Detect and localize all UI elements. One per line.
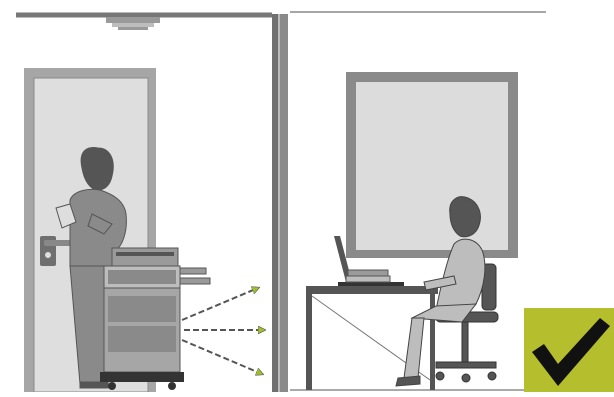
emission-arrow-down: [182, 340, 262, 374]
checkmark-badge: [524, 308, 614, 392]
copier: [100, 248, 210, 390]
emission-arrows: [182, 288, 264, 374]
books: [346, 270, 390, 282]
emission-arrow-up: [182, 288, 258, 320]
window: [346, 72, 518, 258]
partition-wall: [272, 14, 288, 392]
ceiling-unit: [106, 17, 160, 30]
